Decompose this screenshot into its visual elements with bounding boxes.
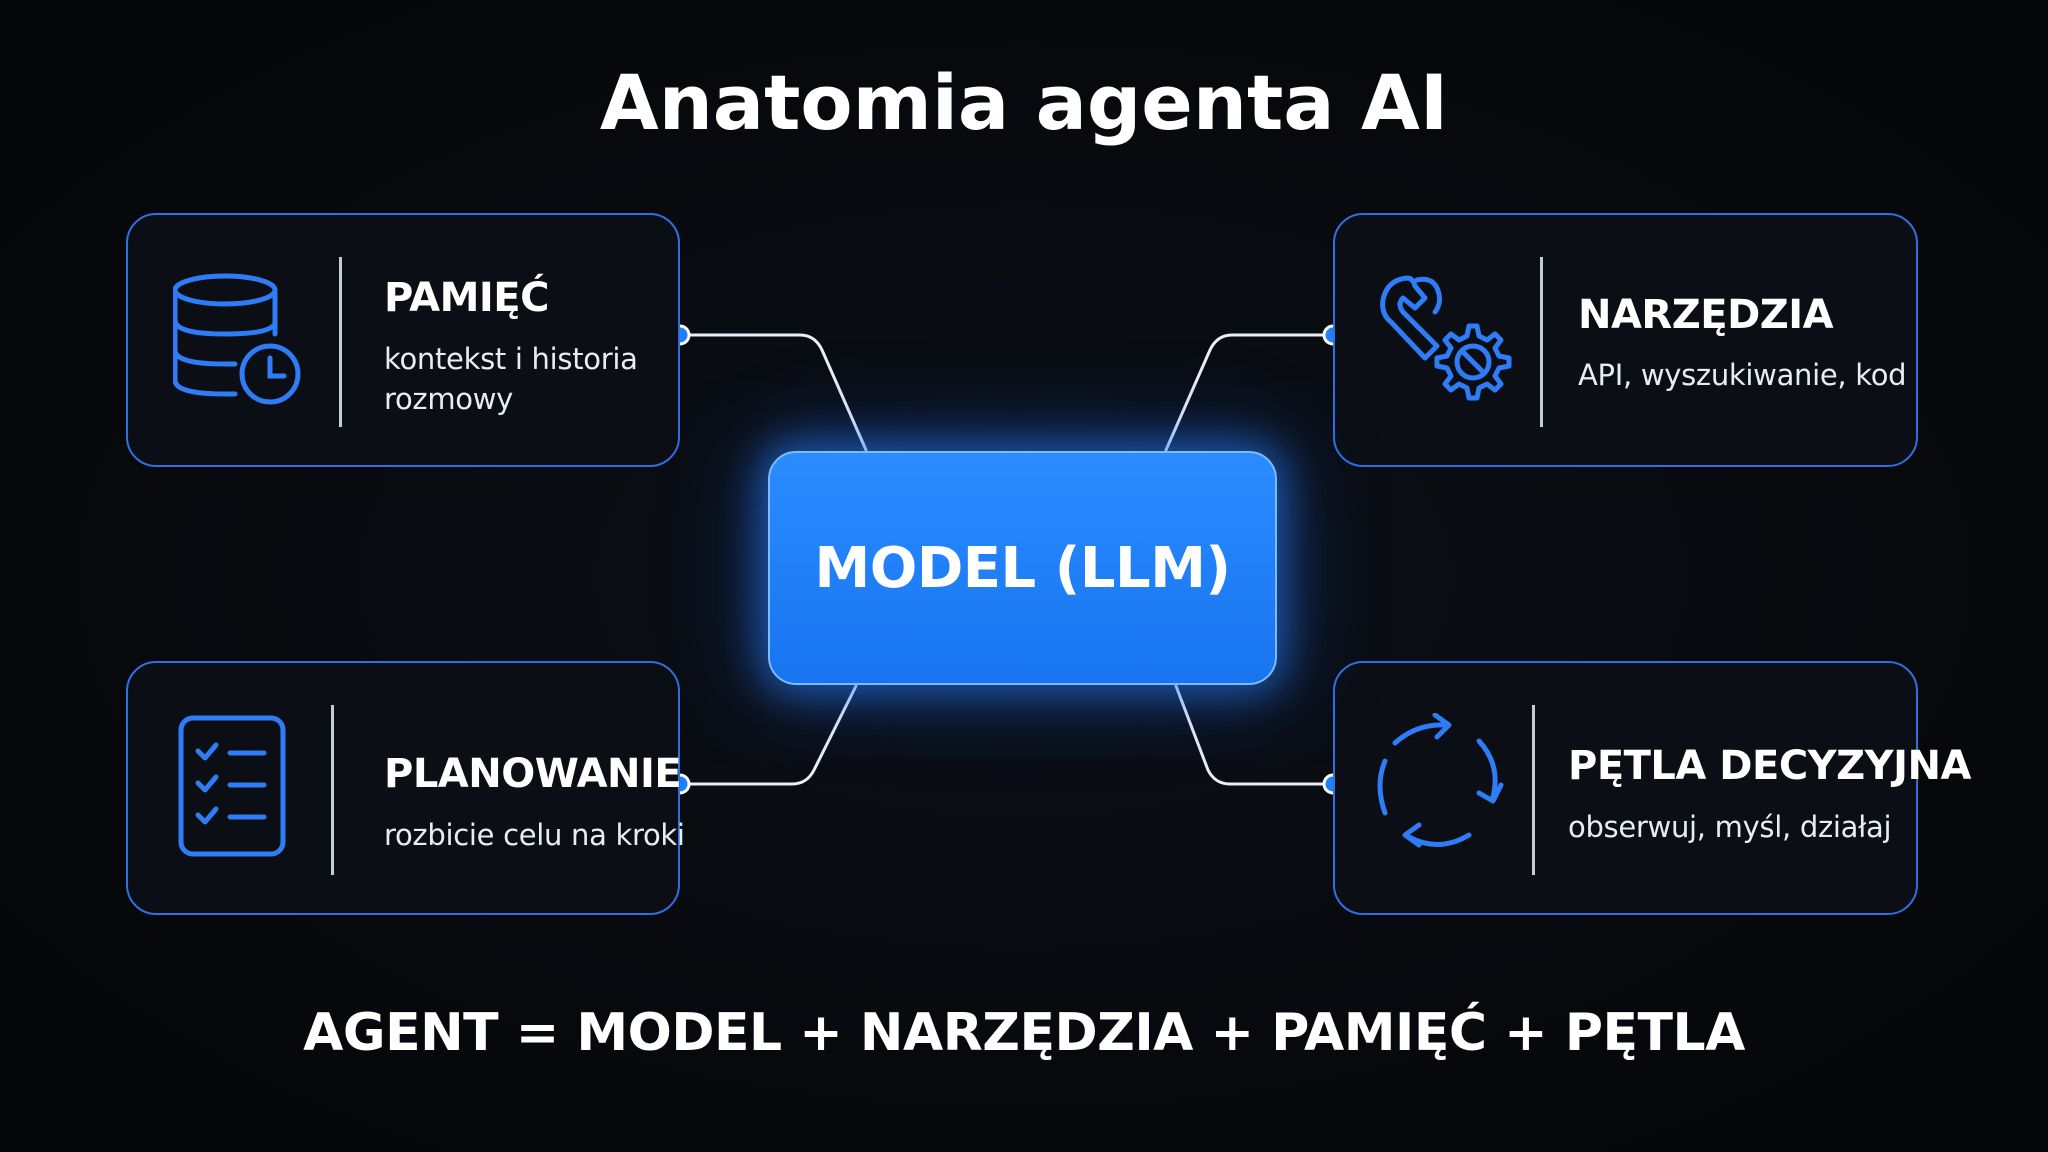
card-planning-desc: rozbicie celu na kroki — [384, 818, 685, 852]
card-loop-heading: PĘTLA DECYZYJNA — [1568, 743, 1971, 789]
database-clock-icon — [173, 273, 301, 405]
card-memory-divider — [339, 257, 342, 427]
card-loop-divider — [1532, 705, 1535, 875]
card-memory-heading: PAMIĘĆ — [384, 275, 549, 321]
model-llm-label: MODEL (LLM) — [814, 535, 1231, 601]
model-llm-node: MODEL (LLM) — [768, 451, 1277, 685]
card-planning-divider — [331, 705, 334, 875]
connector-tools — [1164, 333, 1335, 452]
card-memory: PAMIĘĆ kontekst i historia rozmowy — [126, 213, 680, 467]
card-planning-heading: PLANOWANIE — [384, 751, 682, 797]
card-loop-desc: obserwuj, myśl, działaj — [1568, 810, 1892, 844]
card-memory-desc-line1: kontekst i historia — [384, 342, 638, 376]
card-tools-divider — [1540, 257, 1543, 427]
card-planning: PLANOWANIE rozbicie celu na kroki — [126, 661, 685, 915]
wrench-gear-icon — [1380, 275, 1512, 401]
connector-planning — [678, 684, 858, 786]
checklist-icon — [178, 715, 286, 857]
connector-memory — [678, 333, 868, 452]
card-tools-heading: NARZĘDZIA — [1578, 292, 1834, 338]
card-loop: PĘTLA DECYZYJNA obserwuj, myśl, działaj — [1333, 661, 1971, 915]
card-tools: NARZĘDZIA API, wyszukiwanie, kod — [1333, 213, 1918, 467]
card-memory-desc-line2: rozmowy — [384, 382, 514, 416]
agent-formula: AGENT = MODEL + NARZĘDZIA + PAMIĘĆ + PĘT… — [303, 1003, 1745, 1063]
diagram-title: Anatomia agenta AI — [599, 58, 1449, 147]
refresh-cycle-icon — [1377, 713, 1504, 848]
card-tools-desc: API, wyszukiwanie, kod — [1578, 358, 1907, 392]
connector-loop — [1174, 684, 1335, 786]
